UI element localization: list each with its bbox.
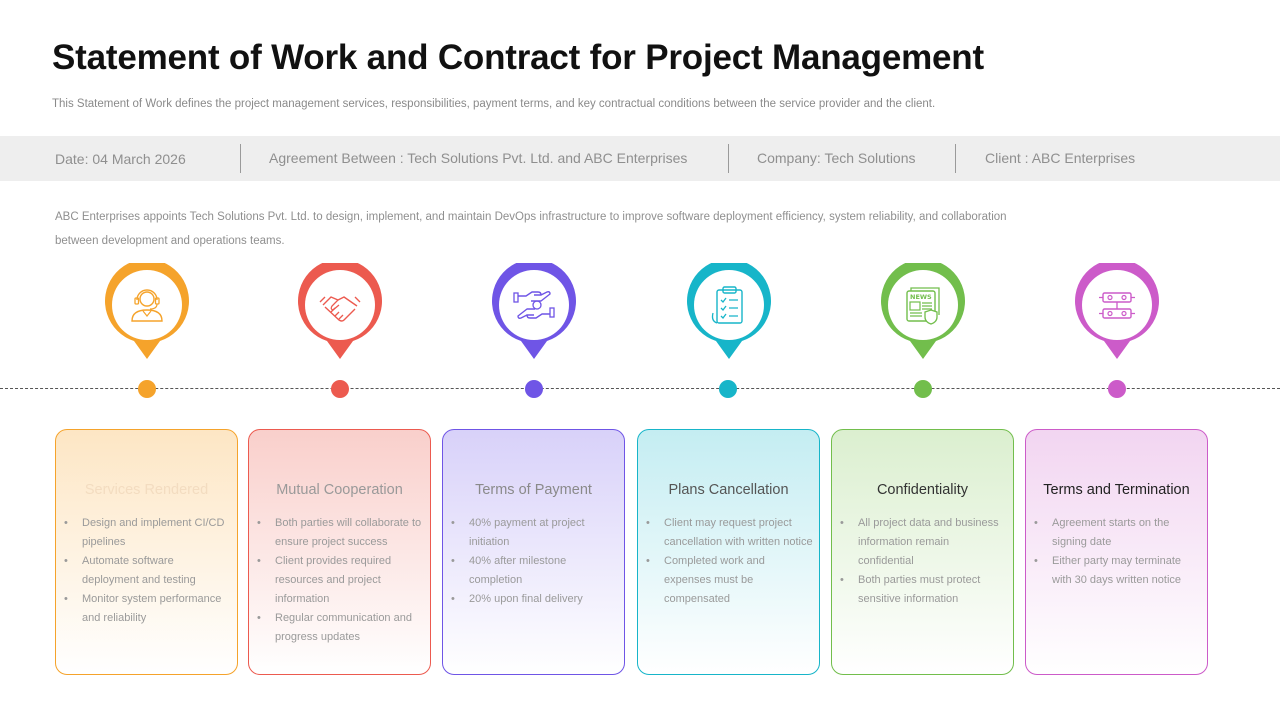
project-description: ABC Enterprises appoints Tech Solutions … <box>55 211 1007 247</box>
page-title: Statement of Work and Contract for Proje… <box>52 38 984 77</box>
timeline-dot-6 <box>1108 380 1126 398</box>
timeline-dot-5 <box>914 380 932 398</box>
info-separator <box>728 144 729 173</box>
timeline-pin-4 <box>687 263 771 360</box>
card-point: Both parties must protect sensitive info… <box>840 571 1007 609</box>
info-client: Client : ABC Enterprises <box>985 150 1136 166</box>
card-point: Regular communication and progress updat… <box>257 609 424 647</box>
card-point: Monitor system performance and reliabili… <box>64 590 231 628</box>
card-points: Client may request project cancellation … <box>646 514 813 609</box>
info-company: Company: Tech Solutions <box>757 150 916 166</box>
card-point: 20% upon final delivery <box>451 590 618 609</box>
card-title: Terms and Termination <box>1043 482 1190 498</box>
card-points: Agreement starts on the signing date Eit… <box>1034 514 1201 590</box>
card-point: Client provides required resources and p… <box>257 552 424 609</box>
card-point: Design and implement CI/CD pipelines <box>64 514 231 552</box>
page-subtitle: This Statement of Work defines the proje… <box>52 98 936 110</box>
card-point: All project data and business informatio… <box>840 514 1007 571</box>
payment-hands-icon <box>492 263 576 359</box>
card-point: Automate software deployment and testing <box>64 552 231 590</box>
timeline-pin-2 <box>298 263 382 360</box>
timeline-pin-6 <box>1075 263 1159 360</box>
step-card-confidentiality: Confidentiality All project data and bus… <box>831 429 1014 675</box>
info-bar: Date: 04 March 2026 Agreement Between : … <box>0 136 1280 181</box>
info-agreement: Agreement Between : Tech Solutions Pvt. … <box>269 150 688 166</box>
card-point: Either party may terminate with 30 days … <box>1034 552 1201 590</box>
card-points: All project data and business informatio… <box>840 514 1007 609</box>
card-point: 40% after milestone completion <box>451 552 618 590</box>
timeline-line <box>0 388 1280 389</box>
step-card-plans-cancellation: Plans Cancellation Client may request pr… <box>637 429 820 675</box>
card-title: Confidentiality <box>876 482 969 498</box>
contract-flow-icon <box>1075 263 1159 359</box>
news-shield-icon: NEWS <box>881 263 965 359</box>
step-card-mutual-cooperation: Mutual Cooperation Both parties will col… <box>248 429 431 675</box>
card-title: Terms of Payment <box>475 482 592 498</box>
card-title: Mutual Cooperation <box>276 482 403 498</box>
timeline-pin-5: NEWS <box>881 263 965 360</box>
card-point: 40% payment at project initiation <box>451 514 618 552</box>
step-card-terms-and-termination: Terms and Termination Agreement starts o… <box>1025 429 1208 675</box>
card-point: Completed work and expenses must be comp… <box>646 552 813 609</box>
card-title: Services Rendered <box>84 482 209 498</box>
support-agent-icon <box>105 263 189 359</box>
step-card-terms-of-payment: Terms of Payment 40% payment at project … <box>442 429 625 675</box>
timeline-dot-2 <box>331 380 349 398</box>
timeline-pin-3 <box>492 263 576 360</box>
info-separator <box>955 144 956 173</box>
clipboard-checklist-icon <box>687 263 771 359</box>
timeline-dot-1 <box>138 380 156 398</box>
info-separator <box>240 144 241 173</box>
card-point: Client may request project cancellation … <box>646 514 813 552</box>
card-points: Both parties will collaborate to ensure … <box>257 514 424 647</box>
card-points: 40% payment at project initiation 40% af… <box>451 514 618 609</box>
handshake-icon <box>298 263 382 359</box>
timeline-dot-4 <box>719 380 737 398</box>
step-card-services-rendered: Services Rendered Design and implement C… <box>55 429 238 675</box>
card-point: Agreement starts on the signing date <box>1034 514 1201 552</box>
card-title: Plans Cancellation <box>668 482 789 498</box>
card-point: Both parties will collaborate to ensure … <box>257 514 424 552</box>
timeline-pin-1 <box>105 263 189 360</box>
info-date: Date: 04 March 2026 <box>55 151 186 167</box>
timeline-dot-3 <box>525 380 543 398</box>
svg-text:NEWS: NEWS <box>910 293 932 301</box>
card-points: Design and implement CI/CD pipelines Aut… <box>64 514 231 628</box>
